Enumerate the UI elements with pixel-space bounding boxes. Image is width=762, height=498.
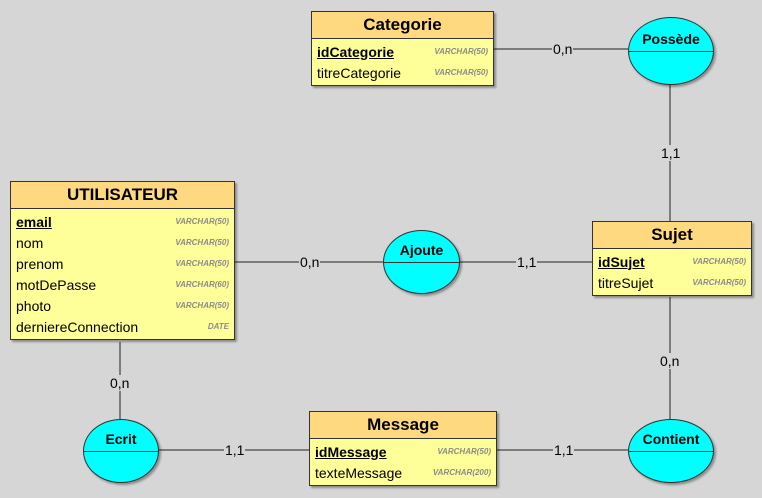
attribute-name: nom bbox=[16, 234, 44, 251]
attribute-name: motDePasse bbox=[16, 276, 97, 293]
association-ecrit[interactable]: Ecrit bbox=[83, 419, 159, 483]
entity-title: Message bbox=[310, 412, 496, 439]
primary-key: email bbox=[16, 213, 52, 230]
attribute-type: VARCHAR(50) bbox=[175, 217, 229, 226]
attribute-row: motDePasse VARCHAR(60) bbox=[16, 274, 229, 295]
attribute-type: VARCHAR(50) bbox=[175, 301, 229, 310]
primary-key: idCategorie bbox=[317, 43, 395, 60]
attribute-row: prenom VARCHAR(50) bbox=[16, 253, 229, 274]
cardinality-label: 0,n bbox=[659, 353, 681, 369]
association-ajoute[interactable]: Ajoute bbox=[383, 230, 460, 294]
entity-title: UTILISATEUR bbox=[11, 182, 234, 209]
association-contient[interactable]: Contient bbox=[628, 419, 714, 483]
attribute-type: VARCHAR(50) bbox=[434, 47, 488, 56]
entity-title: Categorie bbox=[312, 12, 493, 39]
attribute-type: VARCHAR(200) bbox=[432, 468, 491, 477]
association-possede[interactable]: Possède bbox=[628, 17, 714, 85]
cardinality-label: 1,1 bbox=[516, 254, 538, 270]
attribute-row: nom VARCHAR(50) bbox=[16, 232, 229, 253]
attribute-row: derniereConnection DATE bbox=[16, 316, 229, 337]
attribute-name: titreCategorie bbox=[317, 64, 402, 81]
attribute-row: idMessage VARCHAR(50) bbox=[315, 441, 491, 462]
attribute-name: texteMessage bbox=[315, 464, 403, 481]
attribute-name: derniereConnection bbox=[16, 318, 139, 335]
attribute-name: photo bbox=[16, 297, 52, 314]
primary-key: idSujet bbox=[598, 253, 645, 270]
primary-key: idMessage bbox=[315, 443, 387, 460]
association-label: Contient bbox=[642, 431, 700, 447]
attribute-type: VARCHAR(50) bbox=[175, 238, 229, 247]
attribute-type: VARCHAR(60) bbox=[175, 280, 229, 289]
attribute-type: DATE bbox=[207, 322, 229, 331]
cardinality-label: 1,1 bbox=[553, 442, 575, 458]
cardinality-label: 0,n bbox=[299, 254, 321, 270]
cardinality-label: 1,1 bbox=[660, 145, 682, 161]
attribute-row: idSujet VARCHAR(50) bbox=[598, 251, 746, 272]
attribute-type: VARCHAR(50) bbox=[175, 259, 229, 268]
attribute-row: idCategorie VARCHAR(50) bbox=[317, 41, 488, 62]
attribute-name: titreSujet bbox=[598, 274, 654, 291]
association-label: Ajoute bbox=[399, 242, 444, 258]
attribute-type: VARCHAR(50) bbox=[434, 68, 488, 77]
attribute-row: texteMessage VARCHAR(200) bbox=[315, 462, 491, 483]
attribute-row: titreSujet VARCHAR(50) bbox=[598, 272, 746, 293]
cardinality-label: 0,n bbox=[552, 41, 574, 57]
attribute-name: prenom bbox=[16, 255, 64, 272]
attribute-row: titreCategorie VARCHAR(50) bbox=[317, 62, 488, 83]
attribute-type: VARCHAR(50) bbox=[437, 447, 491, 456]
entity-message[interactable]: Message idMessage VARCHAR(50) texteMessag… bbox=[309, 411, 497, 486]
attribute-type: VARCHAR(50) bbox=[692, 257, 746, 266]
entity-title: Sujet bbox=[593, 222, 751, 249]
association-label: Ecrit bbox=[105, 431, 137, 447]
attribute-row: email VARCHAR(50) bbox=[16, 211, 229, 232]
association-label: Possède bbox=[642, 31, 700, 47]
cardinality-label: 1,1 bbox=[224, 442, 246, 458]
cardinality-label: 0,n bbox=[109, 375, 131, 391]
attribute-row: photo VARCHAR(50) bbox=[16, 295, 229, 316]
attribute-type: VARCHAR(50) bbox=[692, 278, 746, 287]
